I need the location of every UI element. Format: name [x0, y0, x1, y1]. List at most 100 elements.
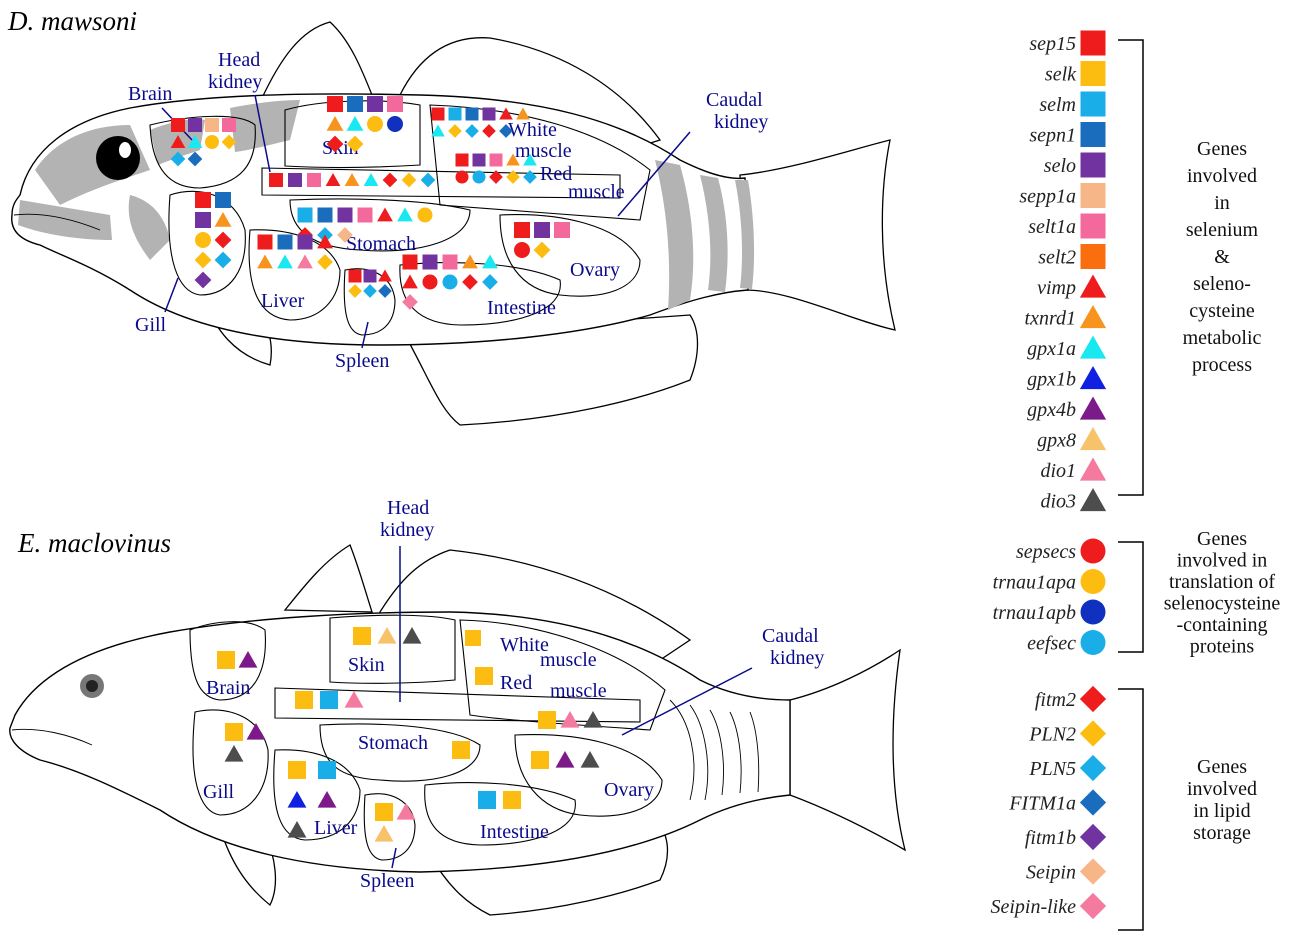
- species-title-top: D. mawsoni: [7, 6, 137, 36]
- top-ovary-selo-marker: [534, 222, 550, 238]
- legend-gene-label: selt2: [1038, 247, 1076, 269]
- legend-gene-label: selk: [1045, 64, 1077, 86]
- legend-gene-label: selo: [1044, 155, 1076, 177]
- bottom-label-white-muscle: muscle: [540, 649, 597, 671]
- top-gill-sepn1-marker: [215, 192, 231, 208]
- bottom-white_muscle-selk-marker: [465, 630, 481, 646]
- legend-category-text: involved: [1187, 165, 1257, 187]
- legend-category-text: Genes: [1197, 756, 1247, 778]
- bottom-label-skin: Skin: [348, 654, 385, 676]
- top-intestine-eefsec-marker: [443, 275, 458, 290]
- legend-gene-label: fitm2: [1035, 689, 1076, 711]
- legend-category-text: in lipid: [1193, 800, 1250, 822]
- top-skin-sep15-marker: [327, 96, 343, 112]
- bottom-label-kidney: kidney: [380, 519, 434, 541]
- legend-square-marker: [1081, 214, 1106, 239]
- bottom-label-red-muscle: muscle: [550, 680, 607, 702]
- legend-gene-label: Seipin: [1026, 862, 1076, 884]
- bottom-label-intestine: Intestine: [480, 821, 549, 843]
- top-label-caudal-kidney: kidney: [714, 111, 768, 133]
- bottom-intestine-selm-marker: [478, 791, 496, 809]
- top-label-red-muscle: muscle: [568, 181, 625, 203]
- legend-diamond-marker: [1080, 893, 1106, 919]
- bottom-ovary-selk-marker: [531, 751, 549, 769]
- top-red_muscle-sep15-marker: [456, 154, 469, 167]
- top-label-ovary: Ovary: [570, 259, 620, 281]
- legend-category-text: involved in: [1177, 550, 1268, 572]
- legend-category-text: seleno-: [1193, 273, 1251, 295]
- top-eye-icon: [96, 136, 140, 180]
- legend-category-text: selenocysteine: [1164, 593, 1281, 615]
- top-intestine-sepsecs-marker: [423, 275, 438, 290]
- legend-category-text: proteins: [1190, 636, 1255, 658]
- legend-gene-label: gpx4b: [1027, 399, 1076, 421]
- legend-gene-label: trnau1apa: [993, 572, 1076, 594]
- bottom-head_kidney-selm-marker: [320, 691, 338, 709]
- legend-gene-label: sepn1: [1029, 125, 1076, 147]
- top-stomach-trnau1apa-marker: [418, 208, 433, 223]
- top-dorsal-fin-1: [262, 22, 372, 98]
- top-stomach-selo-marker: [338, 208, 353, 223]
- top-red_muscle-eefsec-marker: [473, 171, 486, 184]
- legend-square-marker: [1081, 122, 1106, 147]
- gene-legend: sep15 selk selm sepn1 selo sepp1a selt1a selt2 v…: [990, 31, 1280, 931]
- top-label-gill: Gill: [135, 314, 167, 336]
- bottom-label-caudal-kidney: kidney: [770, 647, 824, 669]
- top-skin-selo-marker: [367, 96, 383, 112]
- legend-diamond-marker: [1080, 755, 1106, 781]
- legend-gene-label: selm: [1039, 94, 1076, 116]
- top-ovary-sep15-marker: [514, 222, 530, 238]
- legend-category-text: Genes: [1197, 528, 1247, 550]
- legend-gene-label: fitm1b: [1025, 827, 1076, 849]
- legend-gene-label: eefsec: [1027, 633, 1076, 655]
- top-label-spleen: Spleen: [335, 350, 389, 372]
- legend-circle-marker: [1081, 600, 1106, 625]
- top-brain-sep15-marker: [171, 118, 185, 132]
- legend-category-text: translation of: [1169, 571, 1275, 593]
- top-caudal-fin: [740, 140, 895, 330]
- bottom-gill-selk-marker: [225, 723, 243, 741]
- legend-triangle-marker: [1080, 397, 1106, 420]
- bottom-intestine-selk-marker: [503, 791, 521, 809]
- top-intestine-selo-marker: [423, 255, 438, 270]
- legend-category-text: involved: [1187, 778, 1257, 800]
- fish-bottom: [10, 545, 905, 915]
- top-stomach-selm-marker: [298, 208, 313, 223]
- bottom-label-caudal: Caudal: [762, 625, 819, 647]
- top-brain-selo-marker: [188, 118, 202, 132]
- legend-triangle-marker: [1080, 427, 1106, 450]
- bottom-liver-selm-marker: [318, 761, 336, 779]
- legend-diamond-marker: [1080, 824, 1106, 850]
- legend-gene-label: selt1a: [1028, 216, 1076, 238]
- bottom-label-spleen: Spleen: [360, 870, 414, 892]
- legend-gene-label: FITM1a: [1008, 793, 1076, 815]
- top-red_muscle-selo-marker: [473, 154, 486, 167]
- legend-gene-label: vimp: [1037, 277, 1076, 299]
- top-label-head: Head: [218, 49, 260, 71]
- top-brain-trnau1apa-marker: [205, 135, 219, 149]
- legend-square-marker: [1081, 153, 1106, 178]
- top-skin-selt1a-marker: [387, 96, 403, 112]
- top-label-white-muscle: muscle: [515, 140, 572, 162]
- legend-category-text: process: [1192, 354, 1252, 376]
- legend-circle-marker: [1081, 539, 1106, 564]
- top-label-stomach: Stomach: [346, 233, 416, 255]
- top-skin-trnau1apb-marker: [387, 116, 403, 132]
- top-red_muscle-selt1a-marker: [490, 154, 503, 167]
- top-gill-selo-marker: [195, 212, 211, 228]
- legend-diamond-marker: [1080, 720, 1106, 746]
- top-gill-sep15-marker: [195, 192, 211, 208]
- legend-gene-label: txnrd1: [1025, 308, 1076, 330]
- top-spleen-sep15-marker: [349, 270, 362, 283]
- legend-triangle-marker: [1080, 458, 1106, 481]
- top-spleen-selo-marker: [364, 270, 377, 283]
- bottom-label-head: Head: [387, 497, 429, 519]
- bottom-label-ovary: Ovary: [604, 779, 654, 801]
- legend-gene-label: sepp1a: [1019, 186, 1076, 208]
- legend-gene-label: sepsecs: [1016, 541, 1076, 563]
- legend-gene-label: sep15: [1029, 33, 1076, 55]
- legend-square-marker: [1081, 183, 1106, 208]
- top-ovary-sepsecs-marker: [514, 242, 530, 258]
- legend-gene-label: gpx1a: [1027, 338, 1076, 360]
